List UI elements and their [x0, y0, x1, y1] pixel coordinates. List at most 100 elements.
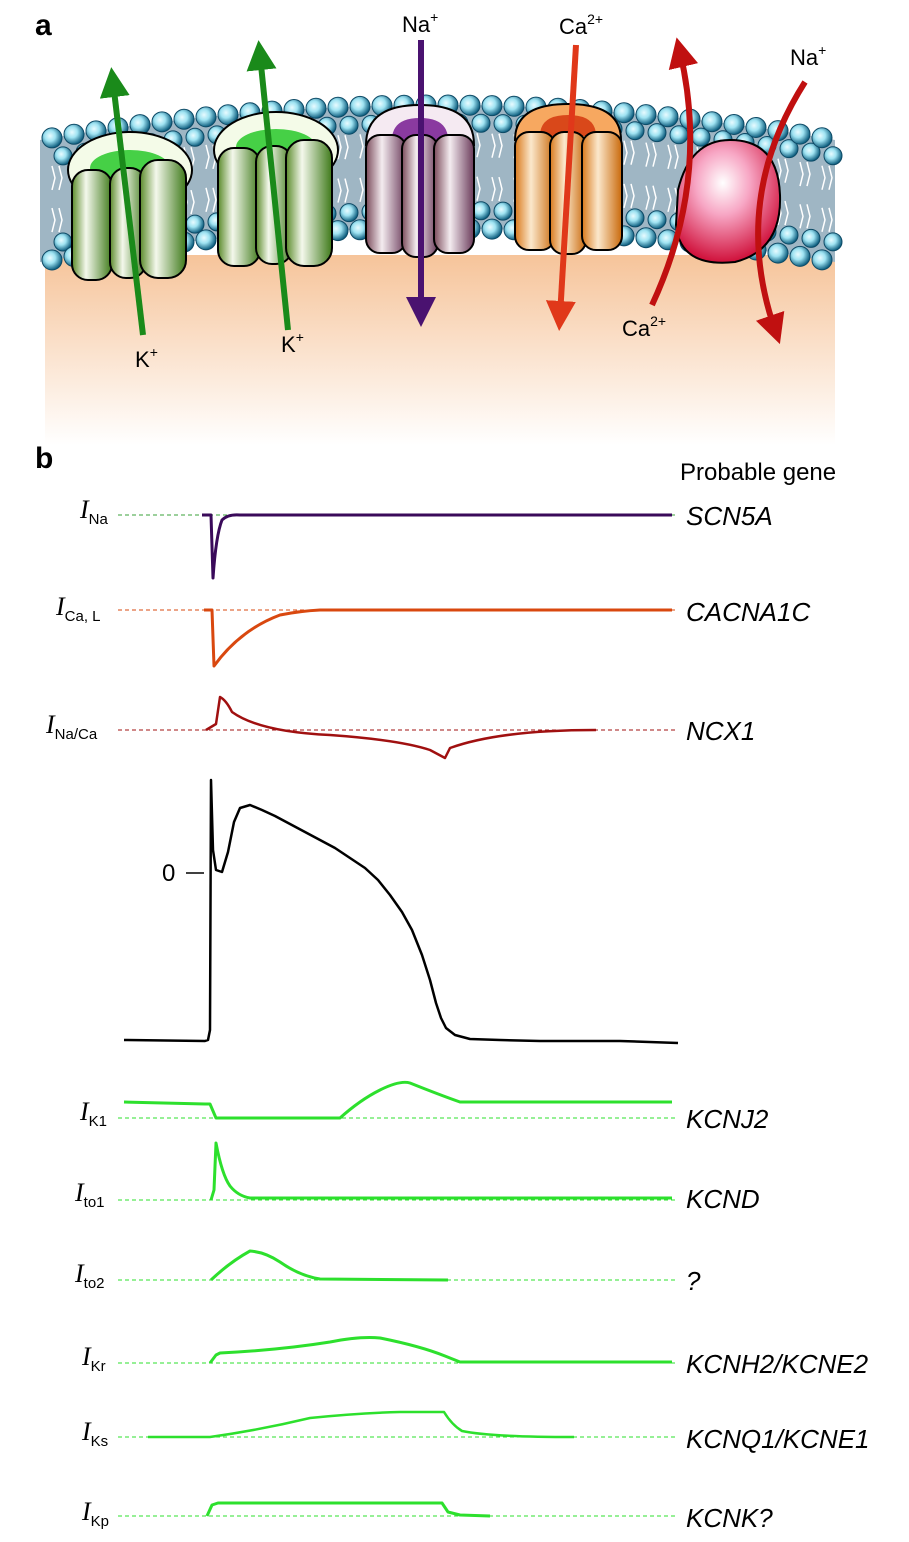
phospholipid-tail [359, 134, 364, 202]
label-ito2: Ito2 [74, 1259, 105, 1292]
phospholipid-tail [806, 161, 811, 229]
trace-ical [204, 608, 672, 668]
k2-arrow [246, 40, 291, 331]
phospholipid-head [635, 227, 657, 249]
gene-scn5a: SCN5A [686, 501, 773, 531]
phospholipid-tail [498, 133, 503, 202]
phospholipid-head [503, 95, 525, 117]
phospholipid-head [63, 123, 85, 145]
ca-arrow [545, 44, 579, 331]
trace-ikp [205, 1501, 491, 1518]
label-ito1: Ito1 [74, 1178, 105, 1211]
label-ik1: IK1 [79, 1097, 107, 1130]
gene-kcnk: KCNK? [686, 1503, 773, 1533]
phospholipid-head [151, 111, 173, 133]
phospholipid-head [41, 249, 63, 271]
panel-b-letter: b [35, 442, 53, 475]
phospholipid-head [779, 225, 799, 245]
current-traces [123, 513, 679, 1518]
phospholipid-tail [630, 140, 635, 209]
phospholipid-head [481, 218, 503, 240]
panel-a-letter: a [35, 9, 52, 42]
phospholipid-head [801, 142, 821, 162]
phospholipid-head [327, 96, 349, 118]
gene-cacna1c: CACNA1C [686, 597, 810, 627]
phospholipid-head [613, 102, 635, 124]
gene-kcnq1-kcne1: KCNQ1/KCNE1 [686, 1424, 870, 1454]
gene-ncx1: NCX1 [686, 716, 755, 746]
phospholipid-head [41, 127, 63, 149]
phospholipid-head [823, 146, 843, 166]
exchanger-na-arrow [755, 80, 808, 345]
phospholipid-tail [784, 158, 789, 226]
phospholipid-head [493, 201, 513, 221]
phospholipid-head [459, 94, 481, 116]
phospholipid-head [723, 113, 745, 135]
phospholipid-tail [337, 135, 342, 203]
phospholipid-tail [344, 135, 349, 203]
phospholipid-tail [491, 133, 496, 202]
phospholipid-head [349, 95, 371, 117]
phospholipid-head [647, 210, 667, 230]
phospholipid-head [789, 123, 811, 145]
label-ical: ICa, L [55, 592, 101, 625]
trace-ito2 [209, 1249, 449, 1282]
phospholipid-tail [623, 140, 628, 209]
phospholipid-head [493, 114, 513, 134]
phospholipid-head [185, 127, 205, 147]
k1-arrow [99, 67, 146, 336]
phospholipid-tail [652, 142, 657, 210]
trace-ikr [208, 1336, 672, 1364]
phospholipid-tail [51, 165, 56, 233]
trace-baselines [118, 514, 676, 1517]
potassium-channel-2 [213, 111, 339, 267]
label-inaca: INa/Ca [45, 710, 98, 743]
phospholipid-head [195, 229, 217, 251]
zero-voltage-label: 0 [162, 860, 175, 887]
label-ikr: IKr [81, 1342, 106, 1375]
gene-ito2-unknown: ? [686, 1266, 701, 1296]
gene-kcnj2: KCNJ2 [686, 1104, 769, 1134]
trace-ito1 [209, 1141, 672, 1201]
exchanger-ca-ion-label: Ca2+ [622, 313, 666, 341]
phospholipid-tail [58, 165, 63, 233]
gene-kcnh2-kcne2: KCNH2/KCNE2 [686, 1349, 869, 1379]
phospholipid-head [701, 111, 723, 133]
phospholipid-head [789, 245, 811, 267]
phospholipid-head [657, 106, 679, 128]
phospholipid-tail [205, 144, 210, 213]
phospholipid-head [481, 95, 503, 117]
k1-ion-label: K+ [135, 344, 158, 372]
phospholipid-head [647, 123, 667, 143]
phospholipid-head [625, 208, 645, 228]
phospholipid-head [811, 249, 833, 271]
phospholipid-head [305, 97, 327, 119]
phospholipid-tail [476, 133, 481, 201]
trace-ina [202, 513, 672, 580]
phospholipid-head [811, 127, 833, 149]
potassium-channel-1 [67, 131, 193, 281]
exchanger-ca-arrow [649, 37, 699, 307]
panel-a: a [35, 9, 843, 445]
phospholipid-head [339, 115, 359, 135]
k2-ion-label: K+ [281, 329, 304, 357]
phospholipid-tail [828, 165, 833, 233]
gene-kcnd: KCND [686, 1184, 760, 1214]
phospholipid-head [185, 214, 205, 234]
phospholipid-head [767, 242, 789, 264]
phospholipid-tail [799, 161, 804, 229]
cytoplasm [45, 255, 835, 445]
phospholipid-tail [667, 144, 672, 212]
phospholipid-head [471, 113, 491, 133]
phospholipid-tail [645, 142, 650, 210]
phospholipid-head [779, 139, 799, 159]
phospholipid-head [339, 203, 359, 223]
sodium-calcium-exchanger [674, 138, 782, 264]
panel-b: b Probable gene INa ICa, L INa/Ca IK1 It… [35, 442, 870, 1533]
trace-ik1 [123, 1080, 672, 1120]
phospholipid-head [625, 121, 645, 141]
trace-inaca [205, 695, 597, 760]
ca-ion-label: Ca2+ [559, 11, 603, 39]
phospholipid-head [745, 116, 767, 138]
